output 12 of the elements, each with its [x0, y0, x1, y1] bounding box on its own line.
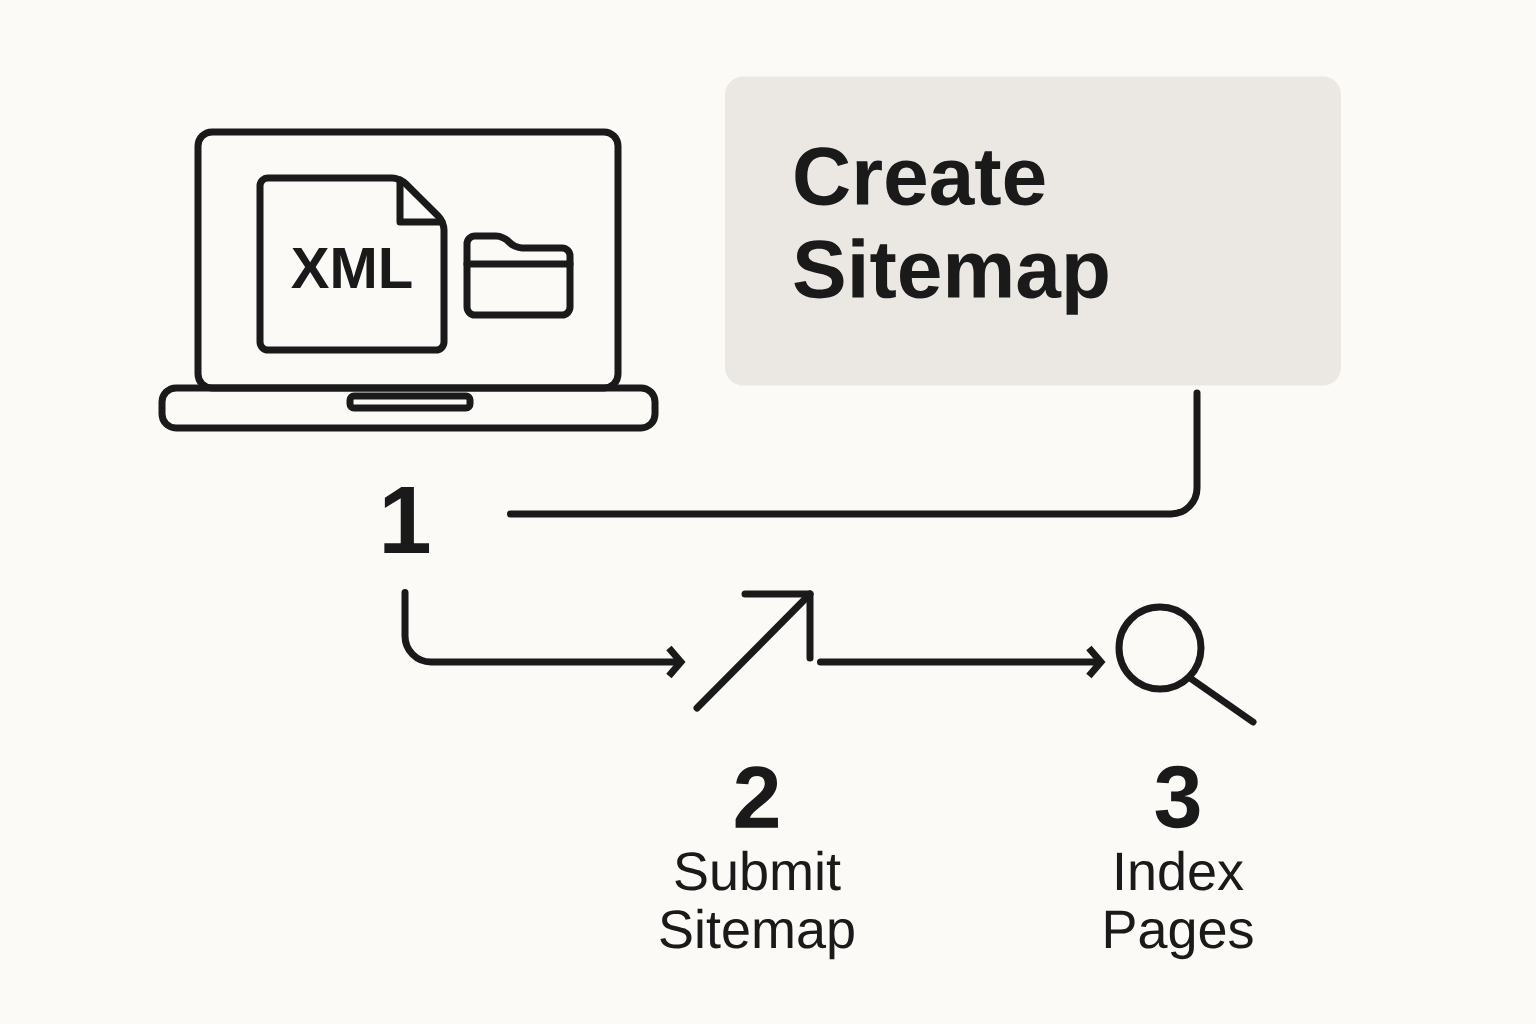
step-number: 2 [735, 766, 778, 828]
step-label: Submit Sitemap [660, 850, 854, 960]
laptop-drawing [158, 128, 659, 432]
step-label: Index Pages [1105, 850, 1253, 960]
step-number: 3 [1155, 765, 1200, 829]
arrow [817, 645, 1106, 679]
search-icon [1115, 603, 1257, 726]
step-number: 1 [384, 487, 430, 553]
file-label: XML [291, 248, 412, 288]
step-box: Create Sitemap [725, 76, 1341, 386]
connector-line [507, 389, 1201, 518]
arrow [401, 589, 686, 679]
